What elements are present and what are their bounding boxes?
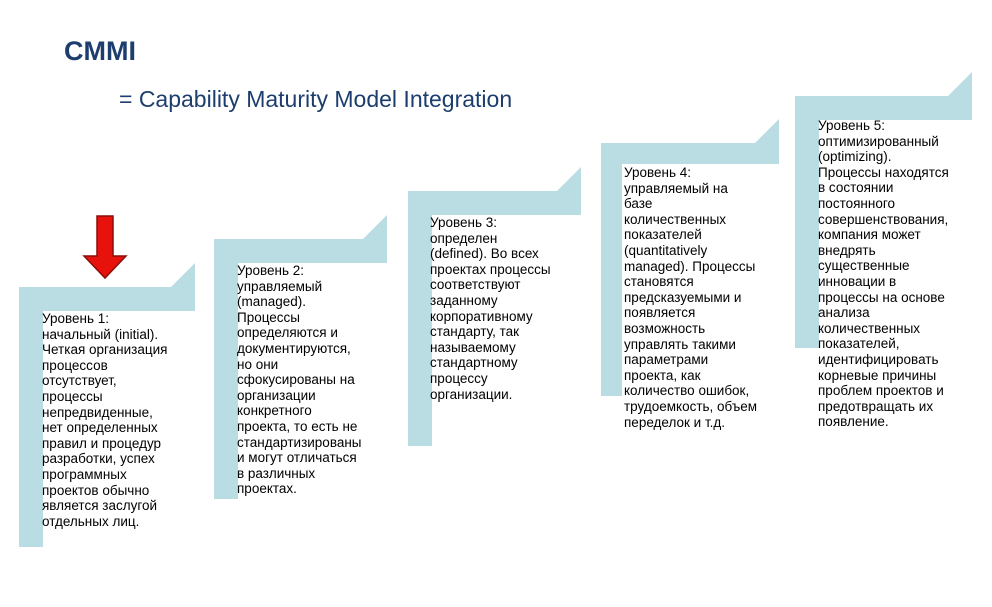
step-1-corner-triangle <box>171 263 195 287</box>
step-5-top-bar <box>795 96 972 120</box>
step-2-side-bar <box>214 239 238 499</box>
level-5-description: Уровень 5: оптимизированный (optimizing)… <box>818 118 949 430</box>
step-5-side-bar <box>795 96 819 348</box>
step-2 <box>214 215 387 499</box>
step-3 <box>408 167 581 446</box>
slide-title: CMMI <box>64 36 136 66</box>
step-1 <box>19 263 195 547</box>
step-5 <box>795 72 972 348</box>
level-1-description: Уровень 1: начальный (initial). Четкая о… <box>42 311 168 529</box>
step-4-side-bar <box>601 143 622 396</box>
level-3-description: Уровень 3: определен (defined). Во всех … <box>430 215 551 402</box>
step-3-side-bar <box>408 191 432 446</box>
step-4-top-bar <box>601 143 779 164</box>
level-4-description: Уровень 4: управляемый на базе количеств… <box>624 165 758 430</box>
step-1-top-bar <box>19 287 195 311</box>
step-4-corner-triangle <box>755 119 779 143</box>
step-5-corner-triangle <box>948 72 972 96</box>
red-down-arrow-icon <box>82 215 128 280</box>
level-2-description: Уровень 2: управляемый (managed). Процес… <box>237 263 362 497</box>
slide-subtitle: = Capability Maturity Model Integration <box>119 86 513 112</box>
step-4 <box>601 119 779 396</box>
step-3-corner-triangle <box>557 167 581 191</box>
step-2-top-bar <box>214 239 387 263</box>
staircase-steps <box>19 72 972 547</box>
step-2-corner-triangle <box>363 215 387 239</box>
step-1-side-bar <box>19 287 43 547</box>
step-3-top-bar <box>408 191 581 215</box>
